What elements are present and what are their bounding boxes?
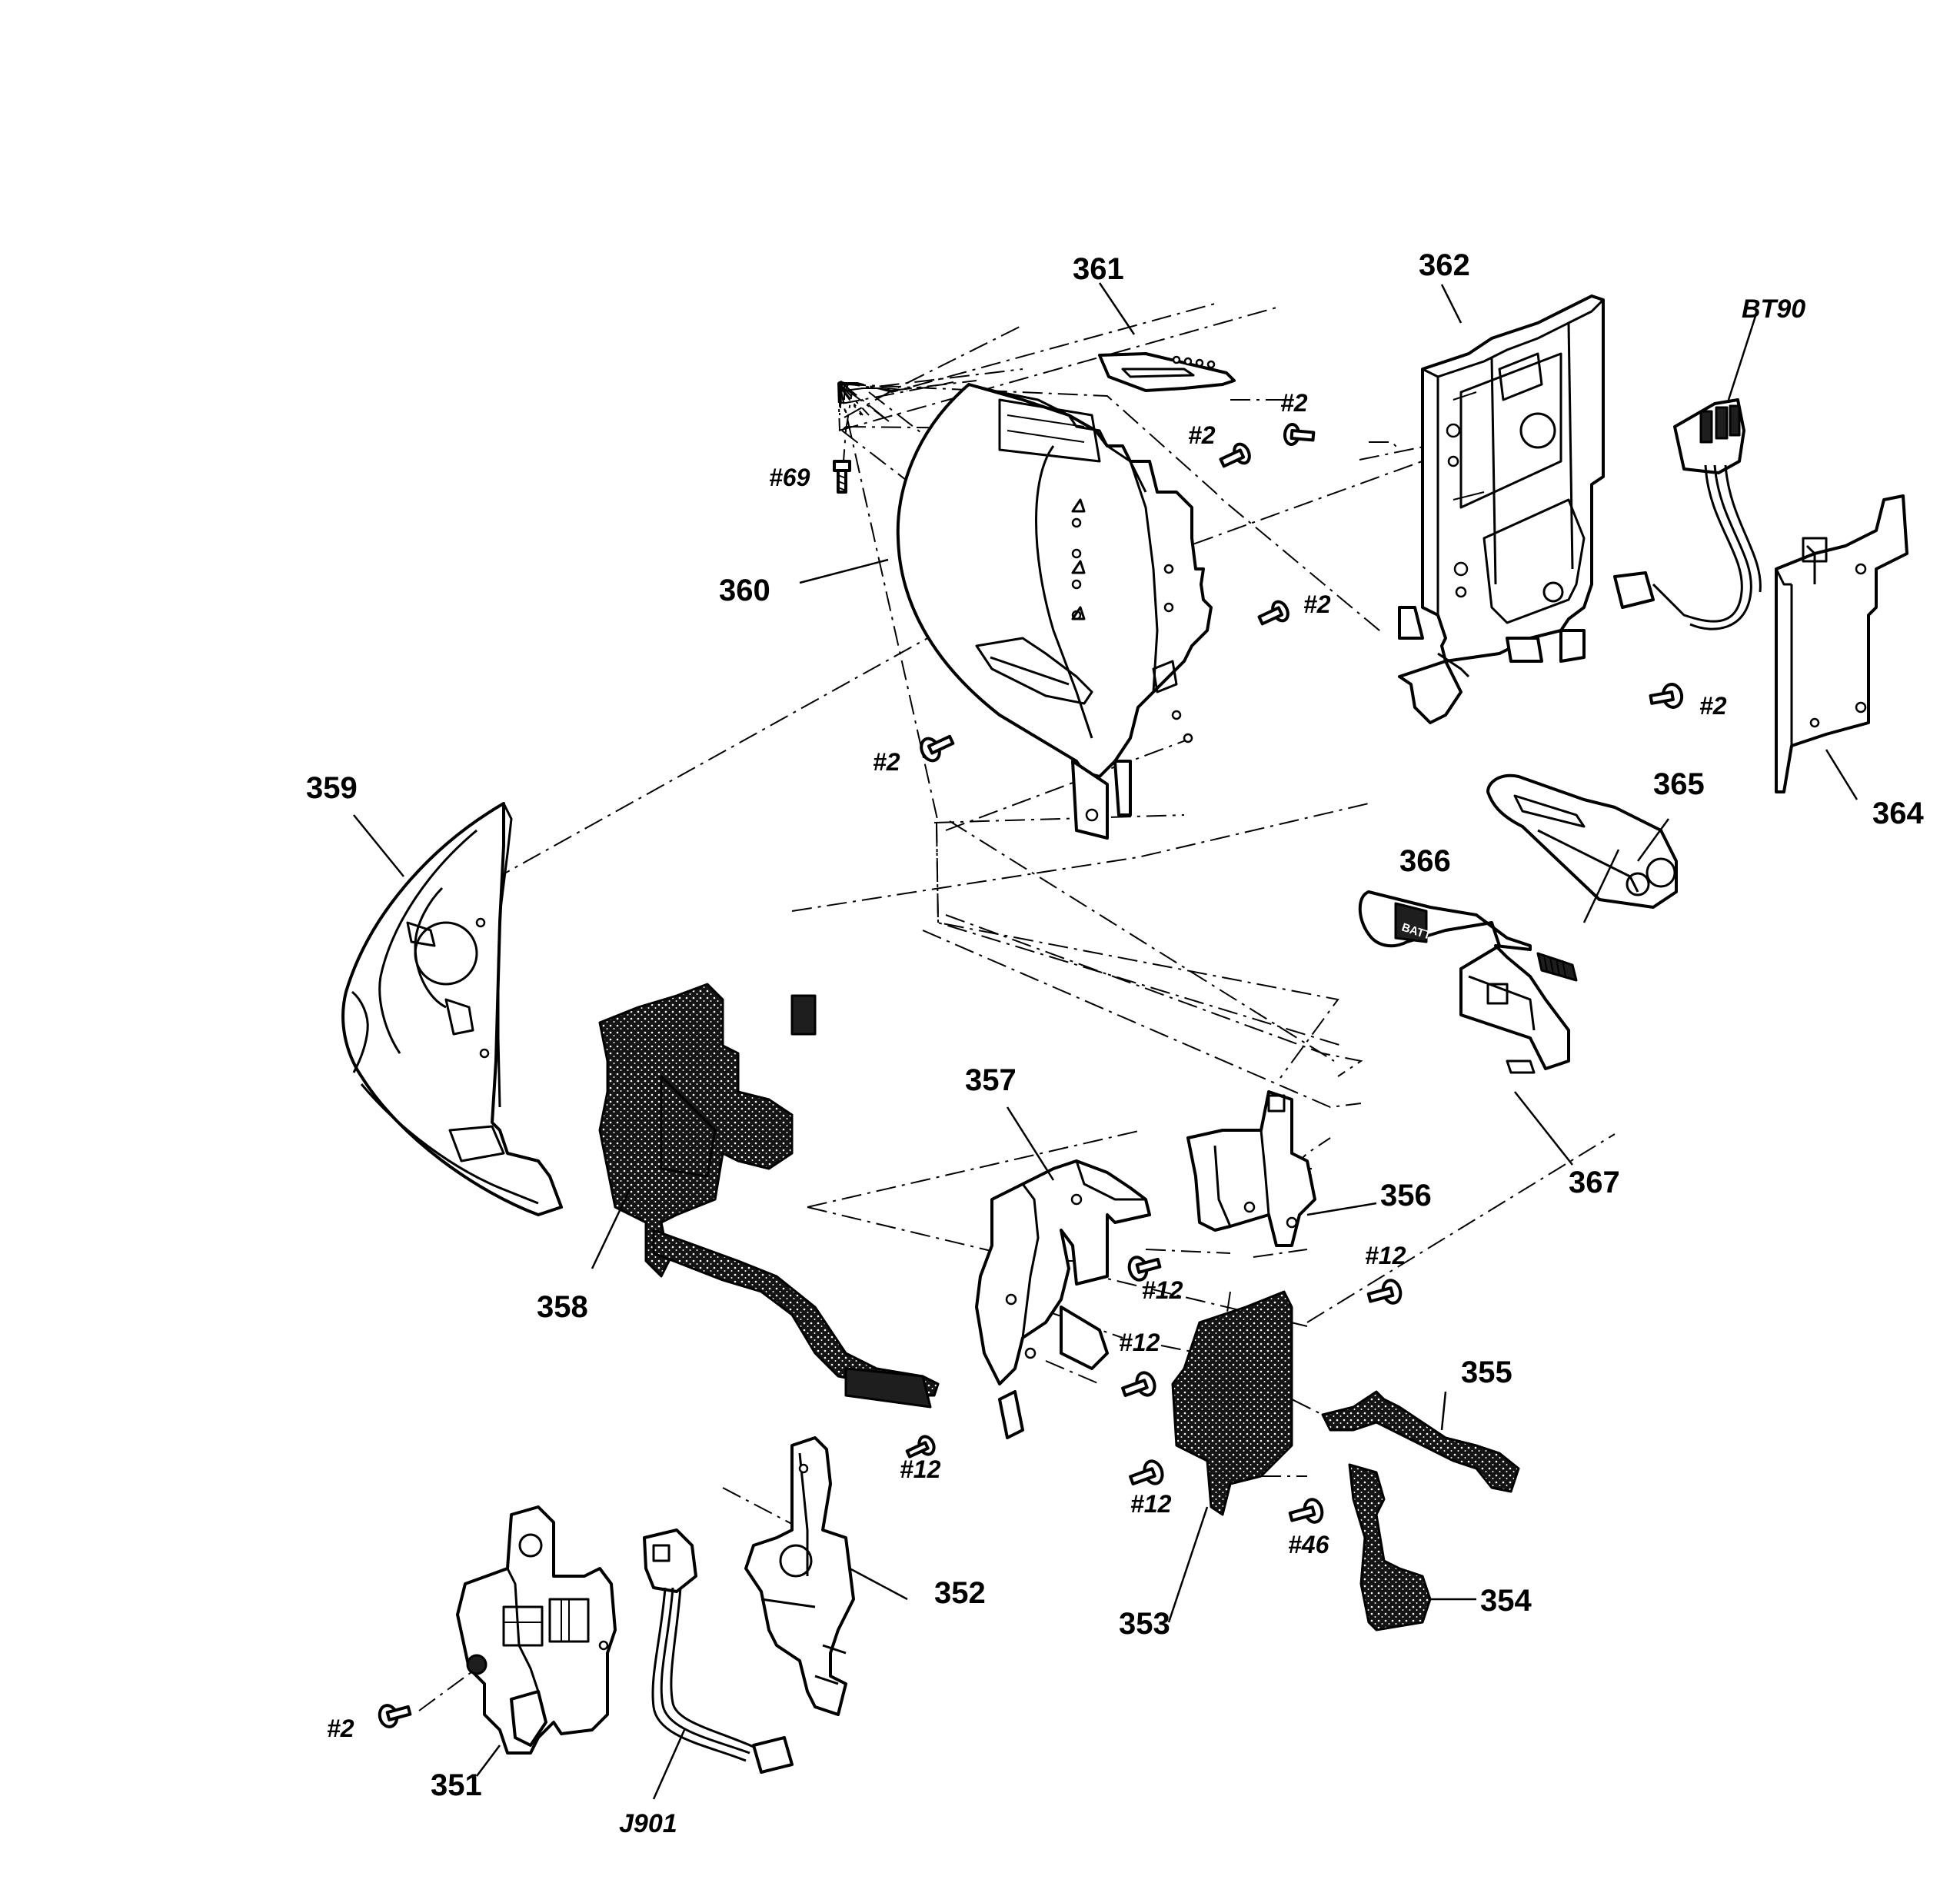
screw-2-bottom-left [378, 1704, 412, 1728]
label-part-357: 357 [965, 1063, 1017, 1097]
label-part-362: 362 [1419, 248, 1470, 282]
part-365-plate [1486, 773, 1678, 909]
leader-lines [353, 282, 1859, 1800]
screw-12-right [1366, 1279, 1403, 1305]
label-screw-46: #46 [1288, 1531, 1329, 1558]
label-part-366: 366 [1399, 844, 1451, 878]
label-part-351: 351 [431, 1768, 482, 1802]
part-362-frame [1398, 294, 1605, 724]
label-screw-69: #69 [769, 464, 810, 491]
screws [378, 423, 1684, 1728]
label-bt90: BT90 [1742, 294, 1806, 324]
label-part-360: 360 [719, 574, 770, 607]
part-364-bracket [1775, 494, 1908, 793]
part-366-spring [1536, 952, 1578, 982]
label-screw-12-middle: #12 [1119, 1329, 1160, 1356]
part-358-flex-cable [598, 983, 940, 1409]
label-screw-2-frame-bottom: #2 [1699, 692, 1727, 720]
screw-69 [833, 460, 851, 494]
part-361-plate [1098, 352, 1236, 392]
part-359-cover [341, 802, 563, 1216]
label-screw-12-holder: #12 [900, 1455, 941, 1483]
part-351-switch-block [456, 1505, 617, 1755]
part-360-cover [896, 383, 1213, 840]
screw-2-mid-right [1257, 600, 1289, 626]
part-356-bracket [1186, 1090, 1316, 1247]
screw-2-frame-bottom [1649, 683, 1684, 709]
label-screw-2-mid-right: #2 [1303, 590, 1331, 618]
label-part-352: 352 [934, 1576, 986, 1610]
screw-12-holder [905, 1435, 936, 1459]
label-part-361: 361 [1073, 252, 1124, 286]
part-353-board [1171, 1290, 1293, 1516]
label-part-364: 364 [1872, 797, 1924, 830]
label-screw-12-lower: #12 [1130, 1490, 1172, 1518]
label-screw-2-top-center: #2 [1188, 421, 1216, 449]
label-j901: J901 [619, 1809, 677, 1838]
label-part-358: 358 [537, 1290, 588, 1324]
part-355-flex [1321, 1390, 1520, 1493]
screw-12-middle [1121, 1371, 1156, 1397]
label-part-354: 354 [1480, 1584, 1532, 1618]
label-part-355: 355 [1461, 1355, 1512, 1389]
screw-2-top-right [1283, 423, 1316, 446]
screw-12-upper [1127, 1256, 1162, 1282]
label-part-359: 359 [306, 771, 358, 805]
screw-12-lower [1129, 1459, 1164, 1485]
part-j901-harness [643, 1528, 794, 1774]
label-part-353: 353 [1119, 1607, 1170, 1641]
label-screw-12-right: #12 [1365, 1242, 1406, 1269]
label-part-367: 367 [1569, 1166, 1620, 1199]
part-367-lever: BATT [1358, 890, 1570, 1074]
label-screw-2-top-right: #2 [1280, 389, 1308, 417]
part-352-holder [744, 1436, 855, 1716]
screw-46 [1288, 1498, 1324, 1524]
part-354-board [1348, 1463, 1432, 1632]
part-bt90-connector [1613, 398, 1762, 630]
label-part-356: 356 [1380, 1179, 1432, 1212]
part-357-bracket [975, 1159, 1151, 1439]
label-part-365: 365 [1653, 767, 1705, 801]
label-screw-2-left: #2 [873, 748, 900, 776]
screw-2-left [920, 734, 955, 763]
label-screw-12-upper: #12 [1142, 1276, 1183, 1304]
screw-2-top-center [1219, 442, 1251, 468]
label-screw-2-bottom-left: #2 [327, 1715, 354, 1742]
